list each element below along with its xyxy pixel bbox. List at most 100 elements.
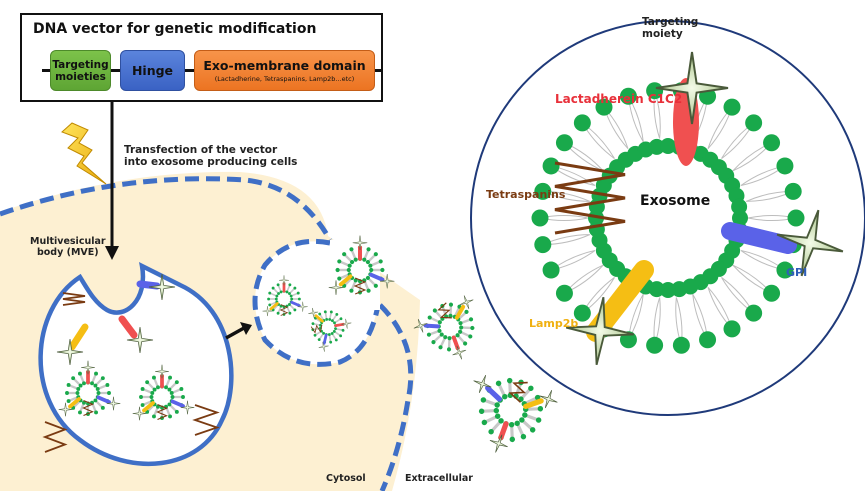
lipid-head-inner bbox=[369, 267, 374, 273]
targeting-moiety-star-icon bbox=[776, 209, 844, 277]
lipid-head-inner bbox=[274, 297, 278, 301]
lipid-head-outer bbox=[323, 310, 327, 314]
lipid-head-outer bbox=[787, 209, 805, 227]
lipid-head-outer bbox=[506, 377, 513, 384]
lipid-tail bbox=[368, 254, 376, 262]
domain-sublabel: (Lactadherine, Tetraspanins, Lamp2b...et… bbox=[214, 75, 355, 83]
lipid-head-outer bbox=[181, 395, 185, 399]
lipid-head-outer bbox=[288, 283, 292, 287]
lipid-tail bbox=[172, 388, 181, 394]
transfection-line1: Transfection of the vector bbox=[124, 144, 278, 156]
mini-exosome bbox=[413, 295, 475, 360]
targeting-moiety-star-icon bbox=[459, 295, 474, 310]
lipid-tail bbox=[69, 396, 78, 402]
lipid-head-outer bbox=[531, 209, 549, 227]
lamp2b-protein bbox=[454, 304, 466, 320]
lipid-tail bbox=[485, 415, 497, 423]
lipid-tail bbox=[270, 292, 277, 297]
lipid-head-inner bbox=[328, 318, 332, 321]
lipid-tail bbox=[462, 326, 471, 330]
lipid-head-outer bbox=[94, 410, 98, 415]
lactadherein-label: Lactadherein C1C2 bbox=[555, 92, 683, 106]
lipid-head-inner bbox=[82, 400, 86, 405]
lipid-tail bbox=[332, 333, 337, 340]
lipid-tail bbox=[510, 426, 514, 438]
mini-exosome bbox=[473, 374, 558, 453]
lipid-head-outer bbox=[763, 284, 781, 302]
lipid-tail bbox=[91, 403, 97, 412]
lipid-head-outer bbox=[573, 114, 591, 132]
tetraspanin-protein bbox=[62, 292, 86, 306]
lipid-head-outer bbox=[317, 338, 321, 342]
lipid-head-inner bbox=[164, 385, 168, 390]
lipid-tail bbox=[461, 318, 470, 324]
lipid-head-outer bbox=[776, 261, 794, 279]
tetraspanin-protein bbox=[310, 324, 323, 334]
lipid-head-outer bbox=[380, 267, 385, 273]
domain-label: Exo-membrane domain bbox=[203, 58, 366, 73]
lipid-head-inner bbox=[279, 290, 283, 294]
exosome-detail-circle bbox=[470, 20, 865, 416]
lamp2b-protein bbox=[523, 398, 544, 410]
lipid-tail bbox=[491, 421, 501, 432]
linker bbox=[42, 69, 50, 72]
lipid-head-outer bbox=[66, 399, 71, 403]
lipid-head-inner bbox=[279, 304, 283, 308]
lipid-head-inner bbox=[82, 381, 86, 386]
gpi-protein bbox=[423, 323, 440, 329]
lipid-head-outer bbox=[296, 291, 300, 295]
lipid-head-outer bbox=[179, 387, 184, 391]
lipid-head-inner bbox=[353, 278, 358, 283]
lipid-head-outer bbox=[495, 380, 502, 387]
lipid-head-inner bbox=[76, 387, 81, 391]
lipid-tail bbox=[95, 378, 103, 386]
lipid-head-outer bbox=[311, 322, 315, 326]
lipid-head-outer bbox=[427, 315, 432, 320]
lipid-head-outer bbox=[78, 410, 82, 415]
lipid-tail bbox=[527, 407, 539, 411]
lamp2b-protein bbox=[68, 323, 89, 351]
lipid-head-outer bbox=[145, 380, 150, 385]
gpi-protein bbox=[322, 333, 328, 345]
lipid-head-outer bbox=[537, 405, 544, 412]
lipid-tail bbox=[340, 260, 349, 267]
lipid-tail bbox=[329, 312, 332, 319]
lipid-head-outer bbox=[373, 252, 378, 257]
lipid-tail bbox=[153, 407, 159, 416]
targeting-moiety-star-icon bbox=[279, 275, 289, 286]
lipid-head-outer bbox=[595, 98, 613, 116]
lipid-tail bbox=[484, 399, 496, 406]
lipid-tail bbox=[270, 301, 277, 306]
gpi-protein bbox=[369, 272, 385, 282]
gpi-protein bbox=[96, 395, 111, 404]
cell-membrane-lower bbox=[378, 303, 414, 491]
lipid-head-outer bbox=[100, 376, 105, 381]
lipid-head-inner bbox=[365, 275, 370, 280]
lactadherein-protein bbox=[118, 315, 138, 339]
lipid-tail bbox=[147, 382, 155, 390]
lipid-head-outer bbox=[646, 82, 664, 100]
lipid-head-outer bbox=[339, 334, 343, 338]
gpi-label: GPI bbox=[786, 266, 808, 279]
lipid-head-outer bbox=[468, 317, 474, 322]
lamp2b-protein bbox=[68, 397, 81, 409]
lipid-head-inner bbox=[290, 297, 294, 301]
lipid-head-inner bbox=[93, 398, 98, 403]
targeting-moiety-label: Targeting moiety bbox=[642, 16, 698, 40]
lipid-head-outer bbox=[378, 259, 383, 264]
lipid-tail bbox=[324, 312, 328, 319]
lipid-head-outer bbox=[432, 308, 437, 313]
lipid-head-outer bbox=[105, 383, 110, 387]
targeting-moiety-star-icon bbox=[148, 273, 176, 301]
lipid-head-outer bbox=[619, 87, 637, 105]
hinge-domain: Hinge bbox=[120, 50, 185, 91]
lipid-head-inner bbox=[458, 329, 463, 334]
lipid-head-outer bbox=[366, 288, 371, 293]
lipid-head-outer bbox=[535, 417, 542, 423]
linker bbox=[375, 69, 381, 72]
lipid-tail bbox=[291, 292, 298, 297]
lipid-head-outer bbox=[480, 397, 487, 403]
lipid-tail bbox=[363, 281, 370, 290]
lipid-tail bbox=[435, 310, 443, 319]
lipid-head-outer bbox=[699, 331, 717, 349]
